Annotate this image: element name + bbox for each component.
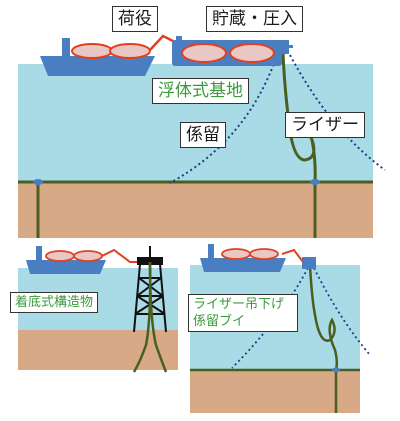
well-icon [33, 179, 43, 185]
label-floating-base: 浮体式基地 [152, 78, 249, 104]
floating-base-icon [172, 36, 293, 66]
transfer-hose [101, 248, 140, 263]
tank-icon [229, 43, 275, 63]
label-mooring: 係留 [180, 122, 226, 148]
seabed-area [18, 330, 178, 370]
label-cargo-handling: 荷役 [112, 6, 158, 32]
tank-icon [249, 248, 279, 260]
seabed-area [18, 182, 373, 238]
seabed-area [190, 370, 360, 413]
buoy-icon [302, 257, 316, 269]
tank-icon [181, 43, 227, 63]
riser-pipe [281, 51, 317, 238]
mooring-line-right [313, 267, 371, 356]
riser-pipe [308, 265, 339, 413]
label-riser-line1: ライザー吊下げ [193, 297, 285, 312]
tank-icon [221, 248, 251, 260]
riser-pipe [148, 261, 168, 373]
ship-icon [40, 38, 155, 76]
transfer-hose [149, 34, 176, 51]
tank-icon [73, 250, 103, 262]
label-storage-pressurization: 貯蔵・圧入 [206, 6, 303, 32]
label-riser-suspended-buoy: ライザー吊下げ 係留ブイ [188, 294, 298, 332]
tank-icon [71, 43, 113, 59]
well-icon [332, 367, 340, 373]
transfer-hose [281, 248, 304, 263]
ship-icon [26, 246, 106, 274]
tank-icon [45, 250, 75, 262]
tank-icon [109, 43, 151, 59]
mooring-line-left [169, 54, 278, 184]
ship-icon [200, 244, 286, 272]
label-riser-line2: 係留ブイ [193, 314, 246, 329]
well-icon [310, 179, 320, 185]
label-fixed-structure: 着底式構造物 [10, 292, 99, 313]
label-riser: ライザー [285, 112, 365, 138]
